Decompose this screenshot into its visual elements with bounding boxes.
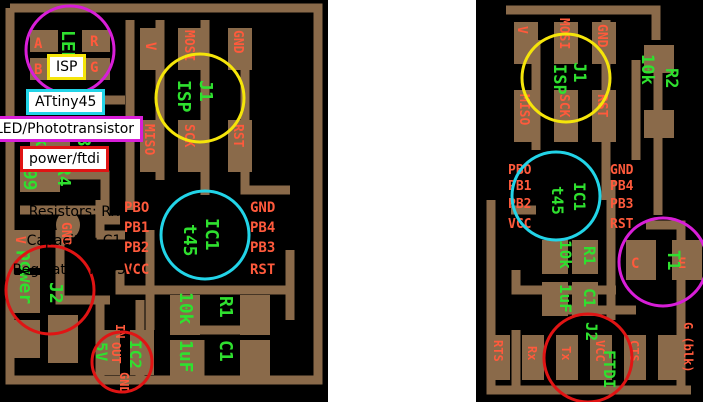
isp-pin-sck: SCK <box>181 124 196 148</box>
ic-pin-pb3: PB3 <box>250 240 275 256</box>
right-highlights <box>510 32 703 402</box>
ic-pin-vcc: VCC <box>124 262 149 278</box>
right-ic-part: t45 <box>548 186 567 215</box>
left-pcb-board: A R B G LED1 1k 1k 499 R2 R3 R4 V MOSI G… <box>0 0 328 402</box>
right-isp-highlight-circle <box>520 32 612 124</box>
ic-pin-pb4: PB4 <box>250 220 275 236</box>
isp-highlight-circle <box>154 52 246 144</box>
regulator-highlight-circle <box>90 330 154 394</box>
right-r2-value: 10k <box>637 54 657 85</box>
r1-value: 10k <box>175 292 196 325</box>
right-pcb-layout: V MOSI GND MISO SCK RST J1 ISP R2 10k PB… <box>486 5 703 402</box>
power-highlight-circle <box>4 244 96 336</box>
ic-pin-rst: RST <box>250 262 275 278</box>
left-highlights <box>4 4 251 394</box>
right-r1-ref: R1 <box>580 246 599 265</box>
ftdi-pin-g: G (blk) <box>681 322 695 373</box>
legend-power: power/ftdi <box>20 146 109 172</box>
isp-label: ISP <box>173 80 194 113</box>
power-ref: J2 <box>45 282 66 304</box>
ftdi-ref: J2 <box>582 322 601 341</box>
right-ic-pin-rst: RST <box>610 217 634 232</box>
ic-pin-pb0: PBO <box>124 200 149 216</box>
cap-ref: C1 <box>215 340 236 362</box>
led-pad-g: G <box>90 60 98 76</box>
note-regulator: Regulator: IC2-5V <box>12 262 136 278</box>
isp-pin-miso: MISO <box>141 124 156 155</box>
r1-ref: R1 <box>215 296 236 318</box>
right-isp-pin-miso: MISO <box>516 94 531 125</box>
reg-pin-gnd: GND <box>117 372 131 394</box>
right-traces <box>486 5 691 395</box>
ftdi-pin-rts: RTS <box>491 340 505 362</box>
reg-pin-out: OUT <box>109 342 123 364</box>
t1-pin-c: C <box>631 256 639 272</box>
isp-pin-gnd: GND <box>230 30 245 54</box>
reg-ref: IC2 <box>126 340 145 369</box>
right-isp-label: ISP <box>549 64 569 95</box>
ic-highlight-circle <box>159 189 251 281</box>
cap-value: 1uF <box>175 340 196 373</box>
left-traces <box>5 3 323 385</box>
right-c1-value: 1uF <box>556 284 575 313</box>
isp-pin-rst: RST <box>230 124 245 148</box>
right-c1-ref: C1 <box>580 288 599 307</box>
led-pad-b: B <box>34 62 42 78</box>
legend-isp: ISP <box>47 54 87 80</box>
legend-attiny: ATtiny45 <box>26 89 106 115</box>
led-pad-r: R <box>90 34 99 50</box>
power-pin-gnd: GND <box>58 222 73 246</box>
power-label: power <box>15 250 36 304</box>
ftdi-pin-tx: Tx <box>559 346 573 360</box>
right-isp-ref: J1 <box>569 62 589 82</box>
right-ic-ref: IC1 <box>570 182 589 211</box>
t1-pin-e: E <box>678 256 686 272</box>
right-r1-value: 10k <box>556 240 575 269</box>
right-ic-pin-gnd: GND <box>610 163 634 178</box>
ftdi-label: FTDI <box>600 350 619 389</box>
ic-part: t45 <box>179 224 200 257</box>
right-pcb-board: V MOSI GND MISO SCK RST J1 ISP R2 10k PB… <box>476 0 703 402</box>
right-ic-pin-pb4: PB4 <box>610 179 634 194</box>
note-capacitor: Capacitor: C1 <box>26 233 122 249</box>
right-t1-highlight-circle <box>617 216 703 308</box>
ftdi-pin-vcc: VCC <box>593 340 607 362</box>
right-ic-highlight-circle <box>510 150 602 242</box>
ic-pin-pb2: PB2 <box>124 240 149 256</box>
right-isp-pin-gnd: GND <box>594 24 609 48</box>
ic-ref: IC1 <box>201 218 222 251</box>
right-isp-pin-v: V <box>514 26 529 34</box>
note-resistors: Resistors: Rx <box>28 204 120 220</box>
right-isp-pin-sck: SCK <box>556 94 571 118</box>
right-ftdi-highlight-circle <box>542 312 634 402</box>
ic-pin-gnd: GND <box>250 200 275 216</box>
right-r2-ref: R2 <box>661 68 681 88</box>
power-pin-v: V <box>12 236 27 244</box>
v-pin-label: V <box>142 42 158 51</box>
left-pcb-layout: A R B G LED1 1k 1k 499 R2 R3 R4 V MOSI G… <box>4 3 323 394</box>
ic-pin-pb1: PB1 <box>124 220 149 236</box>
led-pad-a: A <box>34 36 43 52</box>
legend-led: LED/Phototransistor <box>0 116 144 142</box>
ftdi-pin-rx: Rx <box>525 346 539 360</box>
isp-ref: J1 <box>195 80 216 102</box>
t1-ref: T1 <box>663 250 683 270</box>
right-ic-pin-pb3: PB3 <box>610 197 633 212</box>
